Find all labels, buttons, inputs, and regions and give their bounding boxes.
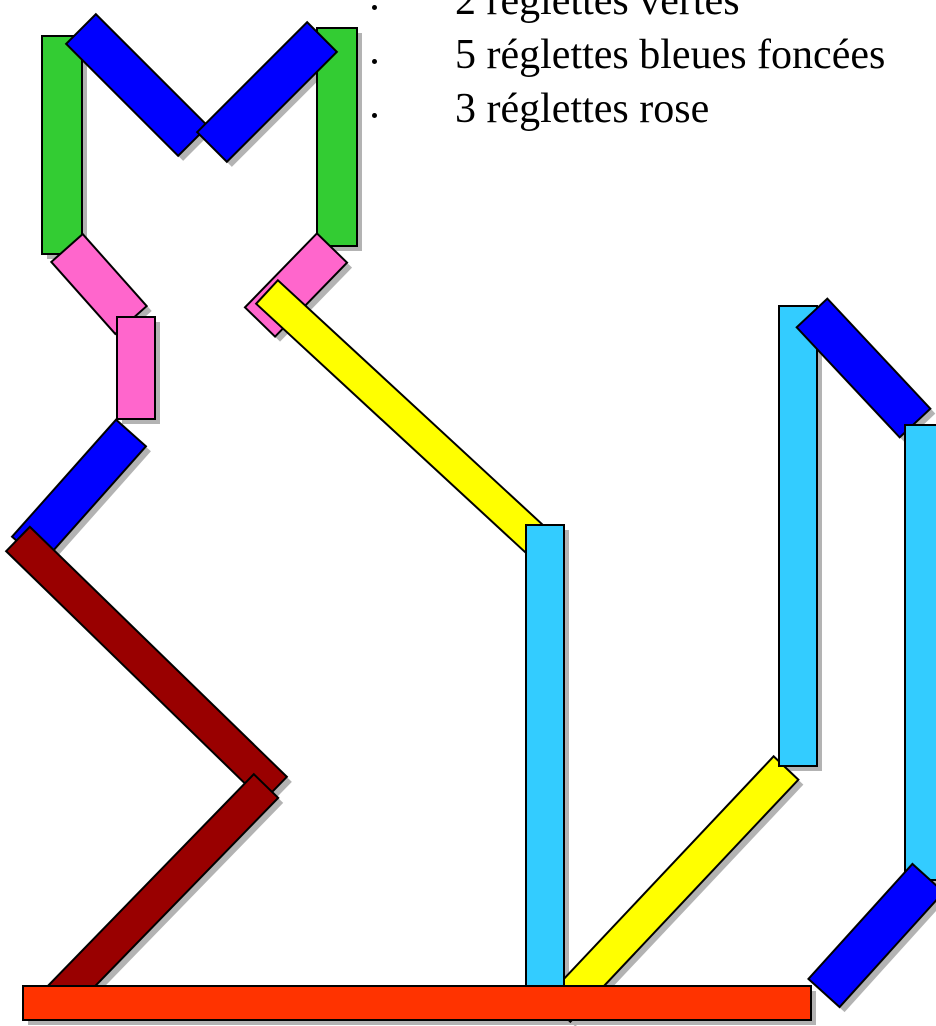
rod-list-item-text: 3 réglettes rose: [455, 86, 710, 132]
bullet-icon: [372, 59, 377, 64]
brown-rod-leg-upper: [4, 525, 289, 803]
dark-blue-rod-tail-top: [795, 297, 932, 439]
green-rod-left: [41, 35, 83, 255]
red-rod-base: [22, 985, 812, 1021]
dark-blue-rod-ear-right: [195, 20, 339, 164]
bullet-icon: [372, 5, 377, 10]
rods: [4, 12, 936, 1024]
yellow-rod-tail: [544, 754, 800, 1024]
pink-rod-chin: [116, 316, 156, 420]
dark-blue-rod-ear-left: [64, 12, 210, 158]
rod-list-item-text: 5 réglettes bleues foncées: [455, 32, 886, 78]
light-blue-rod-tail-left: [778, 305, 818, 767]
bullet-icon: [372, 113, 377, 118]
green-rod-right: [316, 27, 358, 247]
light-blue-rod-tail-right: [904, 424, 936, 881]
light-blue-rod-body: [525, 524, 565, 988]
dark-blue-rod-tail-bottom: [807, 862, 936, 1009]
yellow-rod-back: [254, 278, 554, 559]
rod-list-item-text: 2 réglettes vertes: [455, 0, 740, 24]
brown-rod-leg-lower: [42, 772, 280, 1016]
